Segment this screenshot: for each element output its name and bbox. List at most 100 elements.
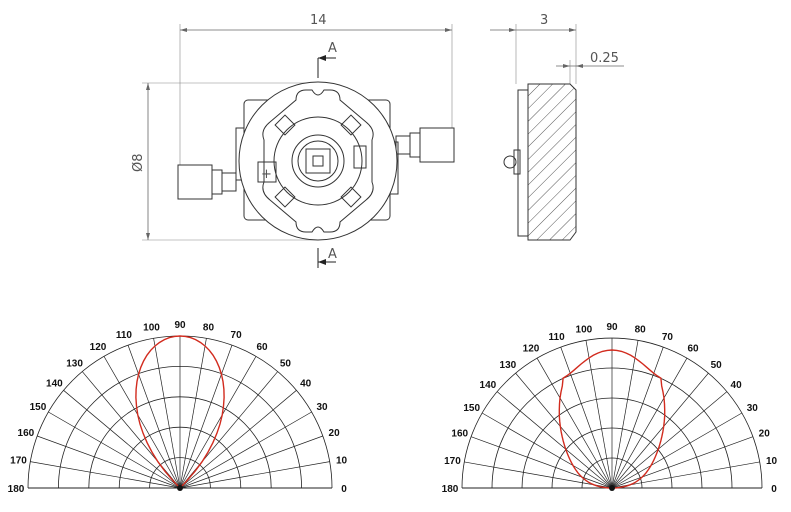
polar-angle-label: 70 xyxy=(662,332,674,343)
section-marker-top: A xyxy=(328,41,337,56)
width-dimension-text: 14 xyxy=(310,13,327,28)
led-lens-ring xyxy=(273,116,363,206)
polar-radial-line xyxy=(611,436,754,489)
polar-radial-line xyxy=(560,346,613,489)
polar-radial-line xyxy=(103,356,181,489)
polar-radial-line xyxy=(536,357,613,489)
polar-radial-line xyxy=(611,412,743,489)
polar-radial-line xyxy=(611,372,709,489)
lens-notch xyxy=(274,114,296,136)
polar-radial-line xyxy=(179,345,233,489)
polar-radial-line xyxy=(585,340,613,489)
polar-radial-line xyxy=(470,436,613,489)
polar-radial-line xyxy=(611,340,639,489)
arrowhead xyxy=(146,233,150,240)
arrowhead xyxy=(180,28,187,32)
polar-radial-line xyxy=(179,461,330,489)
polar-angle-label: 50 xyxy=(711,360,723,371)
polar-origin xyxy=(177,485,183,491)
polar-radial-line xyxy=(63,390,181,489)
front-view: 14 Ø8 A A xyxy=(131,13,455,268)
polar-angle-label: 130 xyxy=(500,360,517,371)
polar-angle-label: 100 xyxy=(143,322,160,333)
lens-notch xyxy=(353,145,367,169)
polar-angle-label: 10 xyxy=(766,456,778,467)
side-view: 3 0.25 xyxy=(490,13,624,241)
polar-angle-label: 120 xyxy=(523,344,540,355)
polar-radial-line xyxy=(611,346,664,489)
polar-angle-label: 40 xyxy=(300,379,312,390)
polar-angle-label: 80 xyxy=(203,322,215,333)
polar-angle-label: 150 xyxy=(30,402,47,413)
polar-angle-label: 120 xyxy=(90,342,107,353)
polar-plot-narrow: 0102030405060708090100110120130140150160… xyxy=(8,320,348,495)
polar-angle-label: 20 xyxy=(759,429,771,440)
led-die-center xyxy=(312,155,324,167)
lens-notch xyxy=(340,114,362,136)
side-lens-plate xyxy=(517,89,529,237)
polar-angle-label: 170 xyxy=(444,456,461,467)
side-lead xyxy=(513,149,521,175)
section-marker-bottom: A xyxy=(328,247,337,262)
polar-angle-label: 110 xyxy=(549,332,566,343)
lens-offset-dimension-text: 0.25 xyxy=(590,51,619,66)
polarity-box xyxy=(257,161,277,183)
polar-angle-label: 180 xyxy=(442,484,459,495)
polar-radial-line xyxy=(30,461,181,489)
arrowhead xyxy=(509,28,516,32)
arrowhead xyxy=(318,259,326,265)
polarity-mark: + xyxy=(261,167,272,182)
die-ring-inner xyxy=(297,140,339,182)
polar-angle-label: 140 xyxy=(46,379,63,390)
arrowhead xyxy=(563,64,570,68)
polar-radial-line xyxy=(464,461,613,489)
polar-intensity-curve xyxy=(558,349,666,489)
arrowhead xyxy=(318,55,326,61)
polar-radial-line xyxy=(611,391,728,489)
polar-radial-line xyxy=(496,391,613,489)
polar-radial-line xyxy=(611,461,760,489)
polar-radial-line xyxy=(611,357,688,489)
polar-angle-label: 40 xyxy=(731,380,743,391)
led-body-outer xyxy=(238,81,398,241)
polar-radial-line xyxy=(179,411,312,489)
led-die xyxy=(305,148,331,174)
polar-angle-label: 150 xyxy=(463,403,480,414)
polar-angle-label: 90 xyxy=(174,320,186,331)
lens-notch xyxy=(340,186,362,208)
polar-radial-line xyxy=(179,356,257,489)
polar-intensity-curve xyxy=(135,335,225,490)
polar-angle-label: 50 xyxy=(280,358,292,369)
polar-angle-label: 80 xyxy=(635,324,647,335)
right-lead xyxy=(395,127,455,163)
polar-angle-label: 90 xyxy=(606,322,618,333)
polar-radial-line xyxy=(48,411,181,489)
polar-radial-line xyxy=(481,412,613,489)
diameter-dimension-text: Ø8 xyxy=(131,153,146,172)
polar-angle-label: 10 xyxy=(336,456,348,467)
polar-origin xyxy=(609,485,615,491)
arrowhead xyxy=(445,28,452,32)
section-hatched-body xyxy=(527,83,577,241)
polar-angle-label: 140 xyxy=(480,380,497,391)
polar-angle-label: 30 xyxy=(316,402,328,413)
polar-plot-wide: 0102030405060708090100110120130140150160… xyxy=(442,322,778,495)
die-ring-outer xyxy=(291,134,345,188)
polar-radial-line xyxy=(179,338,207,489)
polar-radial-line xyxy=(37,435,181,489)
led-lens-frame xyxy=(262,89,374,233)
polar-angle-label: 70 xyxy=(231,330,243,341)
polar-angle-label: 30 xyxy=(747,403,759,414)
polar-radial-line xyxy=(127,345,181,489)
arrowhead xyxy=(576,64,583,68)
side-dome xyxy=(503,155,517,169)
polar-angle-label: 110 xyxy=(116,330,133,341)
polar-angle-label: 0 xyxy=(771,484,777,495)
polar-angle-label: 130 xyxy=(66,358,83,369)
left-lead xyxy=(177,164,237,200)
arrowhead xyxy=(146,83,150,90)
polar-radial-line xyxy=(153,338,181,489)
polar-angle-label: 170 xyxy=(10,456,27,467)
polar-radial-line xyxy=(515,372,613,489)
